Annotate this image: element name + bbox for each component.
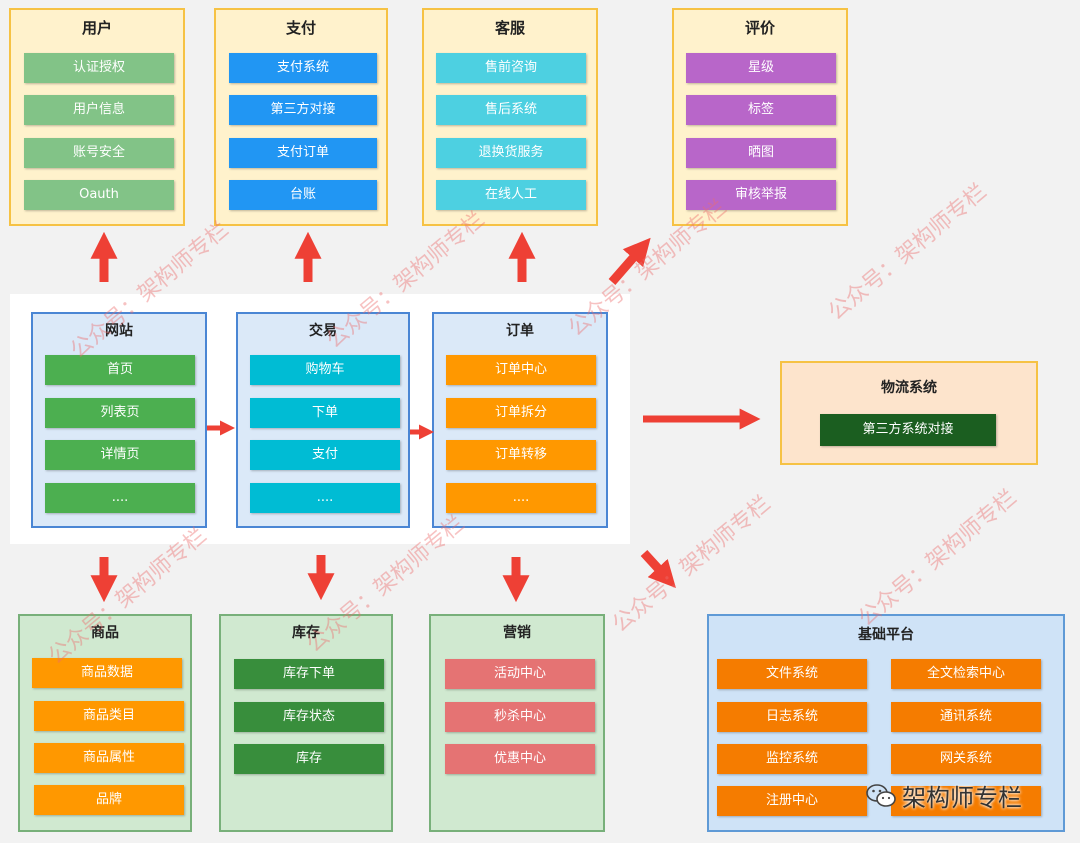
platform-left-item-1: 文件系统 — [717, 659, 867, 689]
wechat-icon — [866, 783, 896, 807]
platform-right-item-4 — [891, 786, 1041, 816]
platform-left-item-3: 监控系统 — [717, 744, 867, 774]
goods-item-3: 商品属性 — [34, 743, 184, 773]
user-panel-title: 用户 — [81, 19, 112, 37]
review-panel: 评价 星级 标签 晒图 审核举报 — [672, 8, 848, 226]
service-item-3: 退换货服务 — [436, 138, 586, 168]
arrow-down-platform — [640, 549, 676, 588]
trade-panel-title: 交易 — [309, 323, 337, 339]
stock-item-3: 库存 — [234, 744, 384, 774]
brand-label: 架构师专栏 — [902, 784, 1022, 812]
trade-item-3: 支付 — [250, 440, 400, 470]
review-item-1: 星级 — [686, 53, 836, 83]
stock-panel-title: 库存 — [292, 625, 320, 641]
platform-panel: 基础平台 文件系统 日志系统 监控系统 注册中心 全文检索中心 通讯系统 网关系… — [707, 614, 1065, 832]
stock-panel: 库存 库存下单 库存状态 库存 — [219, 614, 393, 832]
user-panel: 用户 认证授权 用户信息 账号安全 Oauth — [9, 8, 185, 226]
website-item-2: 列表页 — [45, 398, 195, 428]
marketing-item-3: 优惠中心 — [445, 744, 595, 774]
marketing-panel: 营销 活动中心 秒杀中心 优惠中心 — [429, 614, 605, 832]
goods-item-4: 品牌 — [34, 785, 184, 815]
review-item-2: 标签 — [686, 95, 836, 125]
goods-panel-title: 商品 — [91, 625, 119, 641]
service-item-2: 售后系统 — [436, 95, 586, 125]
trade-item-4: .... — [250, 483, 400, 513]
payment-item-4: 台账 — [229, 180, 377, 210]
stock-item-2: 库存状态 — [234, 702, 384, 732]
user-item-1: 认证授权 — [24, 53, 174, 83]
order-panel: 订单 订单中心 订单拆分 订单转移 .... — [432, 312, 608, 528]
order-item-2: 订单拆分 — [446, 398, 596, 428]
website-panel-title: 网站 — [105, 323, 133, 339]
user-item-2: 用户信息 — [24, 95, 174, 125]
user-item-4: Oauth — [24, 180, 174, 210]
review-item-4: 审核举报 — [686, 180, 836, 210]
logistics-panel: 物流系统 第三方系统对接 — [780, 361, 1038, 465]
service-item-1: 售前咨询 — [436, 53, 586, 83]
trade-item-2: 下单 — [250, 398, 400, 428]
order-panel-title: 订单 — [506, 323, 534, 339]
review-item-3: 晒图 — [686, 138, 836, 168]
service-panel-title: 客服 — [494, 19, 525, 37]
order-item-4: .... — [446, 483, 596, 513]
stock-item-1: 库存下单 — [234, 659, 384, 689]
service-item-4: 在线人工 — [436, 180, 586, 210]
service-panel: 客服 售前咨询 售后系统 退换货服务 在线人工 — [422, 8, 598, 226]
marketing-panel-title: 营销 — [503, 625, 531, 641]
payment-panel: 支付 支付系统 第三方对接 支付订单 台账 — [214, 8, 388, 226]
website-panel: 网站 首页 列表页 详情页 .... — [31, 312, 207, 528]
order-item-1: 订单中心 — [446, 355, 596, 385]
payment-panel-title: 支付 — [285, 19, 316, 37]
trade-item-1: 购物车 — [250, 355, 400, 385]
website-item-1: 首页 — [45, 355, 195, 385]
user-item-3: 账号安全 — [24, 138, 174, 168]
payment-item-3: 支付订单 — [229, 138, 377, 168]
marketing-item-2: 秒杀中心 — [445, 702, 595, 732]
logistics-item-1: 第三方系统对接 — [820, 414, 996, 446]
logistics-panel-title: 物流系统 — [881, 380, 937, 396]
payment-item-2: 第三方对接 — [229, 95, 377, 125]
goods-item-1: 商品数据 — [32, 658, 182, 688]
website-item-3: 详情页 — [45, 440, 195, 470]
goods-panel: 商品 商品数据 商品类目 商品属性 品牌 — [18, 614, 192, 832]
arrow-up-review — [608, 237, 651, 285]
marketing-item-1: 活动中心 — [445, 659, 595, 689]
brand-badge: 架构师专栏 — [866, 778, 1022, 813]
platform-right-item-2: 通讯系统 — [891, 702, 1041, 732]
order-item-3: 订单转移 — [446, 440, 596, 470]
payment-item-1: 支付系统 — [229, 53, 377, 83]
review-panel-title: 评价 — [744, 19, 775, 37]
platform-panel-title: 基础平台 — [858, 627, 914, 643]
website-item-4: .... — [45, 483, 195, 513]
platform-right-item-3: 网关系统 — [891, 744, 1041, 774]
platform-left-item-2: 日志系统 — [717, 702, 867, 732]
platform-right-item-1: 全文检索中心 — [891, 659, 1041, 689]
trade-panel: 交易 购物车 下单 支付 .... — [236, 312, 410, 528]
goods-item-2: 商品类目 — [34, 701, 184, 731]
platform-left-item-4: 注册中心 — [717, 786, 867, 816]
